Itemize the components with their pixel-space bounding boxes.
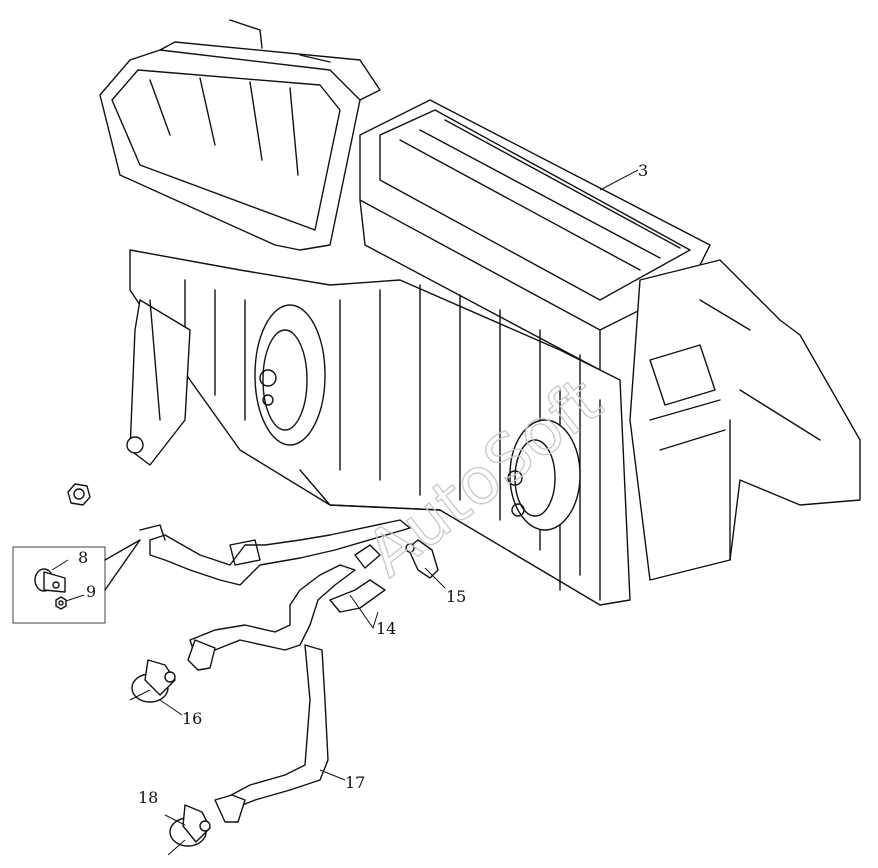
callout-17: 17 [345, 773, 365, 792]
hose-clamp-item-15 [405, 539, 446, 589]
right-oval-outlet [507, 419, 581, 531]
heater-hose-item-17 [214, 644, 329, 823]
hex-nut [67, 483, 91, 506]
hose-clamp-item-16 [129, 659, 183, 716]
callout-15: 15 [446, 587, 466, 606]
callout-16: 16 [182, 709, 202, 728]
callout-14: 14 [376, 619, 396, 638]
upper-air-intake-housing [99, 19, 381, 251]
callout-leaders [319, 169, 639, 781]
callout-3: 3 [638, 161, 648, 180]
hose-clamp-item-18 [164, 804, 211, 856]
left-mounting-bracket [126, 299, 191, 466]
inset-detail-box [12, 539, 141, 624]
filter-housing-item-3 [359, 99, 711, 371]
right-side-duct-actuator [629, 259, 861, 581]
heater-hose-item-14 [187, 544, 386, 671]
callout-8: 8 [78, 548, 88, 567]
drain-hose [139, 519, 411, 586]
callout-18: 18 [138, 788, 158, 807]
main-hvac-body [129, 249, 631, 606]
left-oval-outlet [254, 304, 326, 446]
callout-9: 9 [86, 582, 96, 601]
